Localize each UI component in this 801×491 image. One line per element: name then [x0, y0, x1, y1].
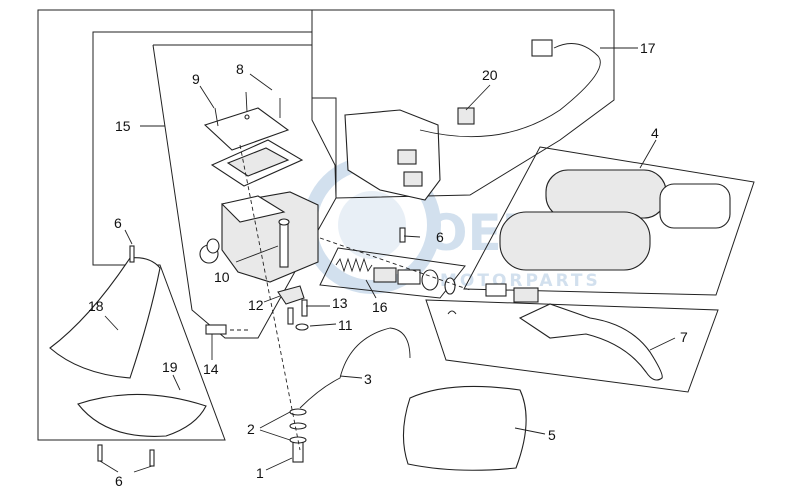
washer-11 — [295, 323, 309, 331]
reservoir-gasket — [210, 139, 304, 187]
lower-cover-19 — [77, 393, 207, 437]
callout-6-switch: 6 — [436, 229, 444, 245]
reservoir-cover — [203, 91, 290, 151]
group-outline-grips — [463, 146, 755, 296]
callout-8: 8 — [236, 61, 244, 77]
screw-6-switch — [399, 227, 406, 243]
group-outline-pump — [152, 44, 337, 339]
brake-lever — [518, 303, 663, 381]
callout-3: 3 — [364, 371, 372, 387]
screw-6-bottom-left — [97, 444, 103, 462]
clamp-piece — [277, 285, 305, 305]
clip — [447, 310, 457, 315]
callout-7: 7 — [680, 329, 688, 345]
bushing — [485, 283, 507, 297]
callout-20: 20 — [482, 67, 498, 83]
callout-12: 12 — [248, 297, 264, 313]
callout-4: 4 — [651, 125, 659, 141]
assembly-axis-2 — [319, 237, 471, 291]
callout-19: 19 — [162, 359, 178, 375]
callout-labels: 17 20 4 7 5 3 9 8 15 10 16 12 13 11 14 6… — [88, 40, 688, 489]
handlebar-grips — [499, 169, 731, 271]
callout-1: 1 — [256, 465, 264, 481]
callout-10: 10 — [214, 269, 230, 285]
lower-cover-18 — [49, 257, 161, 379]
brake-switch-14 — [205, 324, 227, 335]
callout-11: 11 — [338, 317, 353, 333]
callout-9: 9 — [192, 71, 200, 87]
callout-18: 18 — [88, 298, 104, 314]
callout-6-bottom: 6 — [115, 473, 123, 489]
assembly-axis-1 — [239, 144, 301, 451]
pivot-sleeve — [513, 287, 539, 303]
callout-16: 16 — [372, 299, 388, 315]
callout-14: 14 — [203, 361, 219, 377]
screw-13a — [287, 307, 294, 325]
callout-15: 15 — [115, 118, 131, 134]
screw-6-bottom-right — [149, 449, 155, 467]
callout-17: 17 — [640, 40, 656, 56]
callout-6-left: 6 — [114, 215, 122, 231]
brake-hose — [299, 327, 411, 409]
callout-13: 13 — [332, 295, 348, 311]
callout-5: 5 — [548, 427, 556, 443]
banjo-fitting — [289, 408, 307, 463]
protective-cover — [402, 385, 527, 471]
cable-plug — [531, 39, 553, 57]
callout-2: 2 — [247, 421, 255, 437]
watermark-sub-text: MOTORPARTS — [440, 271, 601, 291]
screw-13b — [301, 299, 308, 317]
group-outline-piston — [319, 247, 466, 299]
switch-housing — [344, 109, 441, 201]
group-outline-lever — [425, 299, 719, 393]
leader-lines — [99, 47, 676, 473]
switch-connector — [457, 107, 475, 125]
master-cylinder-body — [199, 191, 319, 283]
screw-6-left — [129, 245, 135, 263]
switch-cable — [419, 43, 601, 138]
